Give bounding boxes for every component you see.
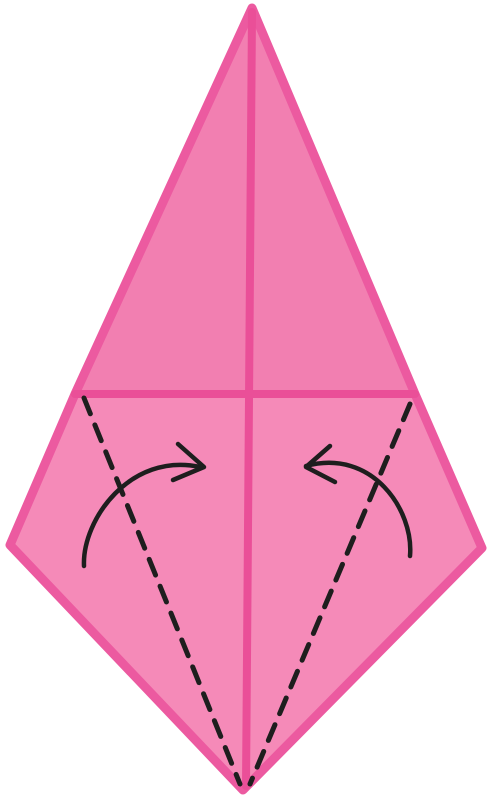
kite-upper-face	[75, 8, 415, 394]
